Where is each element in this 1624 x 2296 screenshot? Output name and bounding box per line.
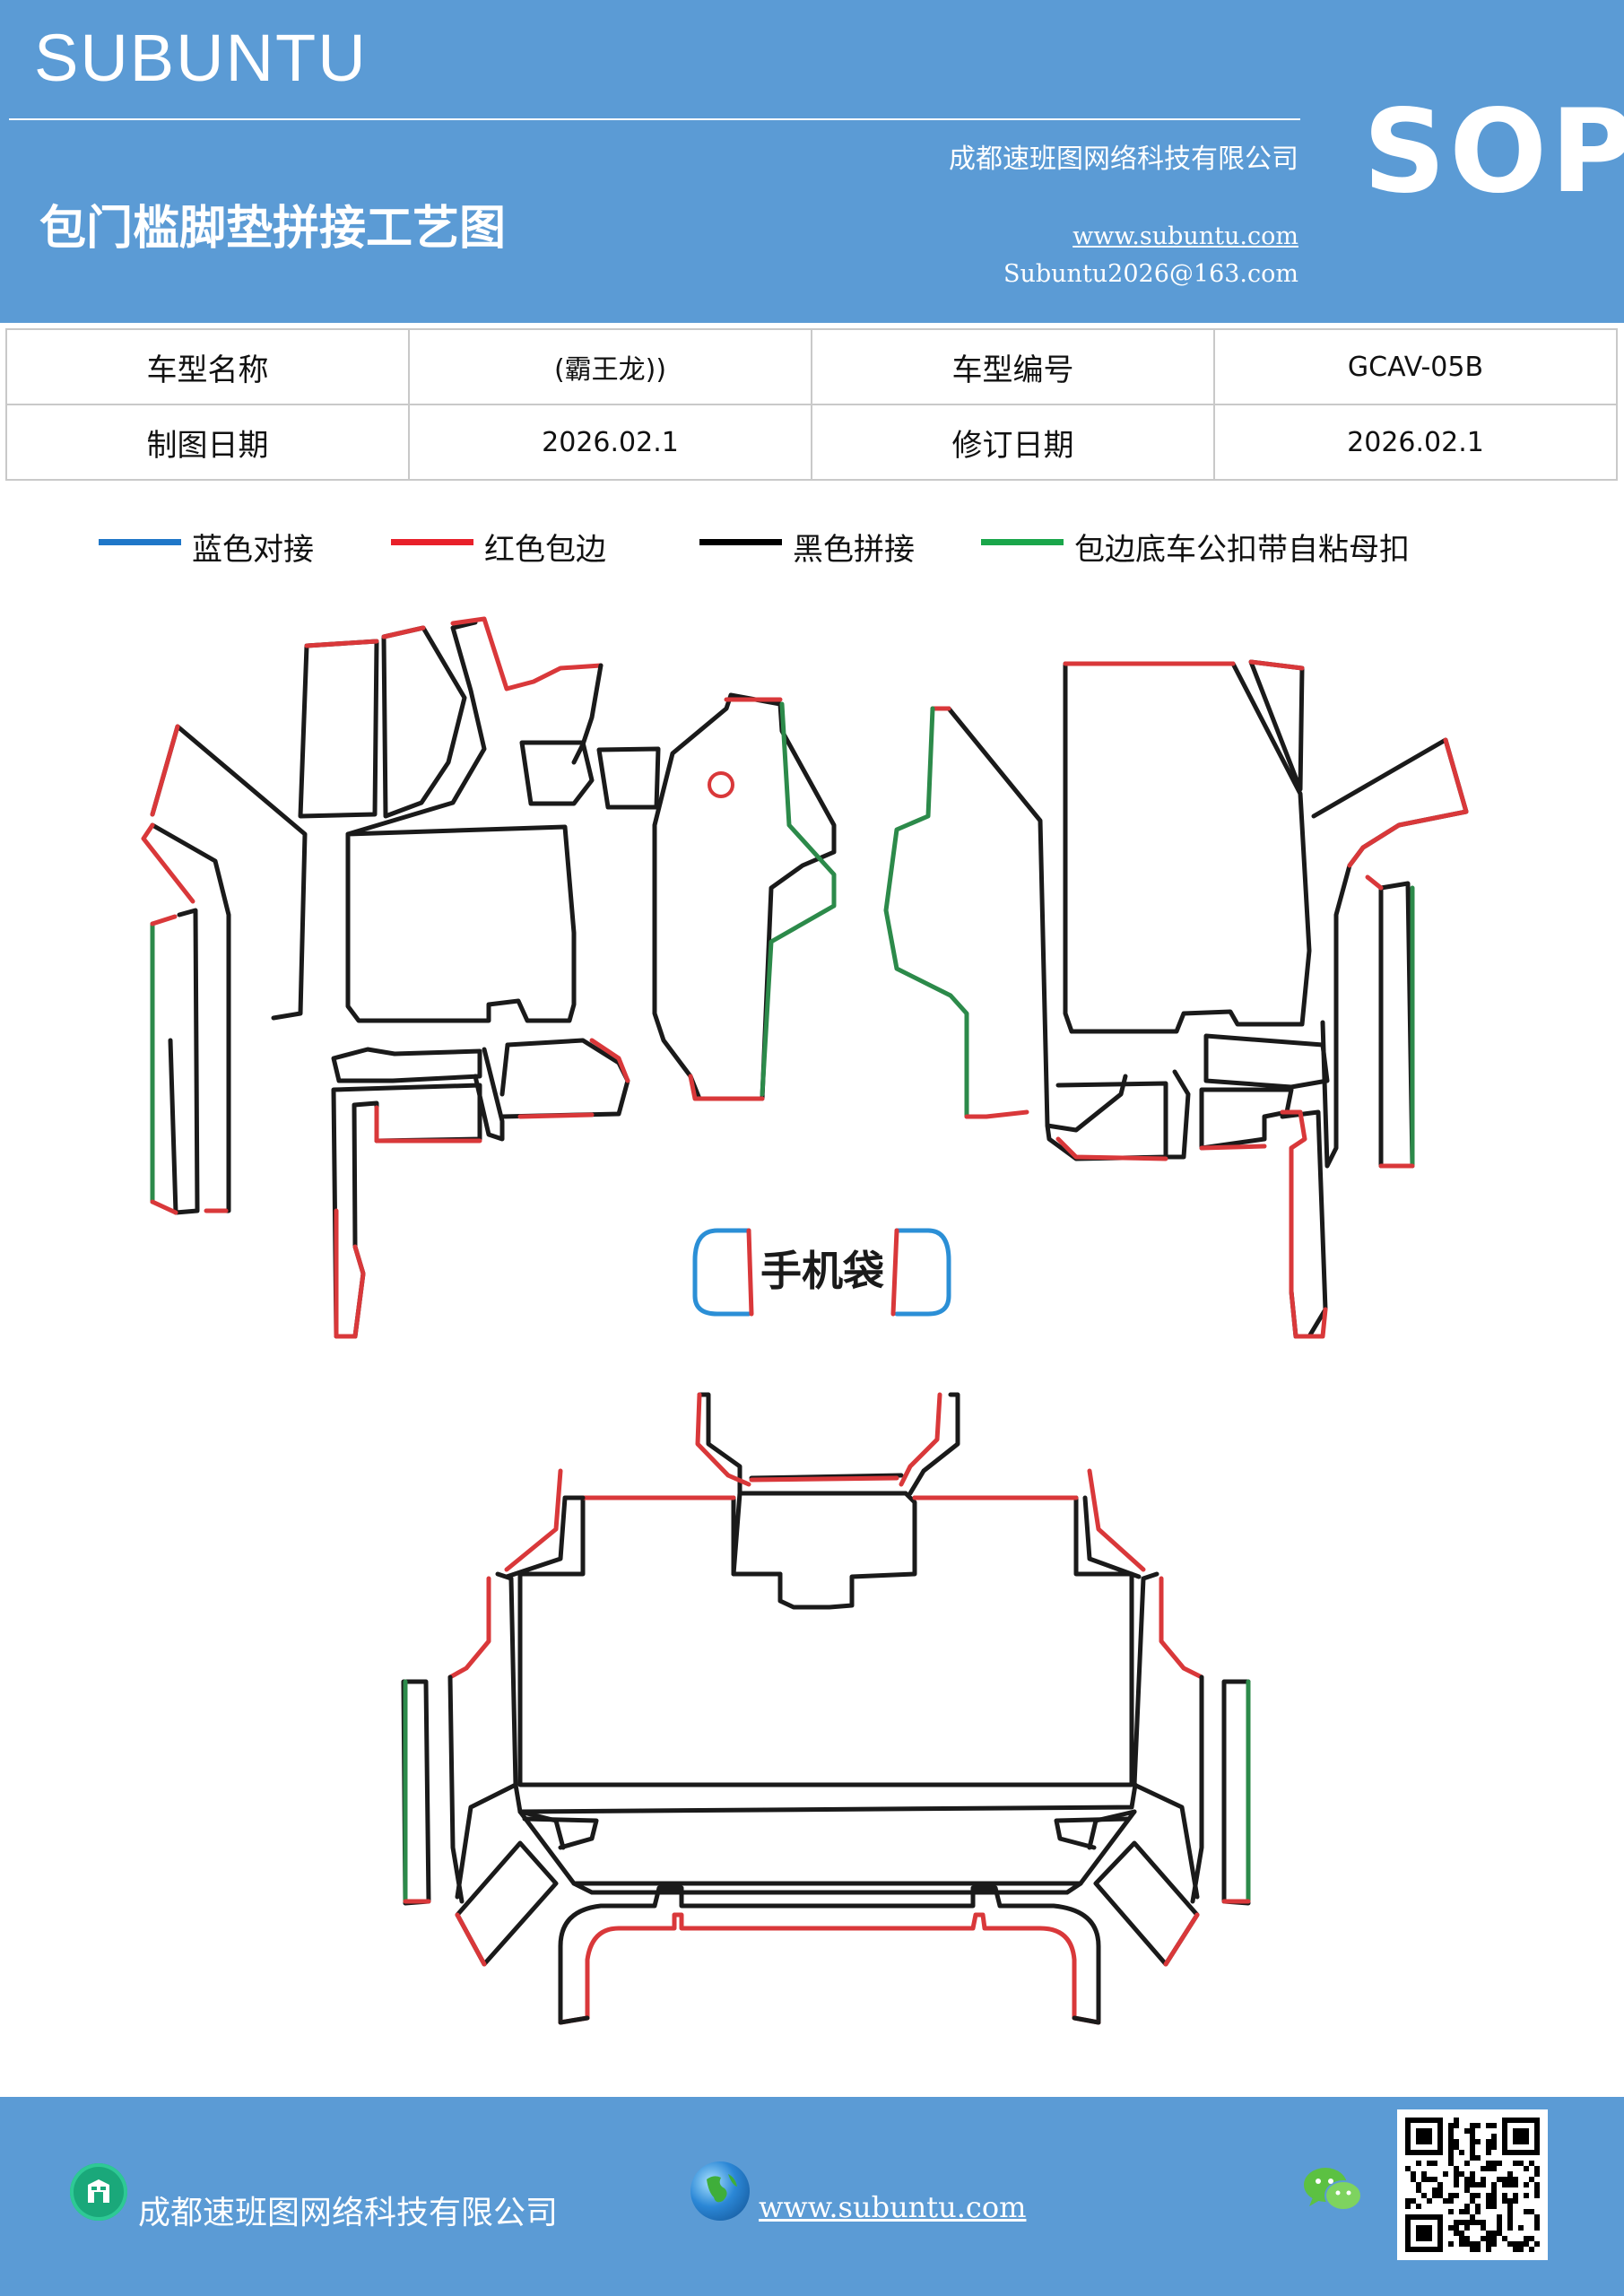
- header-divider: [9, 118, 1300, 120]
- building-icon: [70, 2163, 127, 2221]
- qr-code: [1397, 2109, 1548, 2260]
- header-email: Subuntu2026@163.com: [1003, 260, 1298, 288]
- wechat-icon[interactable]: [1300, 2163, 1365, 2217]
- brand-name: SUBUNTU: [34, 21, 368, 95]
- phone-pocket: [692, 1228, 951, 1317]
- model-name-label: 车型名称: [5, 328, 410, 405]
- revise-date-label: 修订日期: [811, 404, 1215, 481]
- globe-icon: [690, 2161, 750, 2221]
- legend-swatch: [981, 539, 1064, 545]
- document-title: 包门槛脚垫拼接工艺图: [39, 201, 507, 256]
- legend-swatch: [699, 539, 782, 545]
- table-row: 制图日期 2026.02.1 修订日期 2026.02.1: [5, 404, 1618, 481]
- footer: 成都速班图网络科技有限公司 www.subuntu.com: [0, 2097, 1624, 2296]
- model-name-value: (霸王龙)): [408, 328, 812, 405]
- header-company: 成都速班图网络科技有限公司: [949, 144, 1298, 175]
- legend-swatch: [391, 539, 473, 545]
- header-url-link[interactable]: www.subuntu.com: [1073, 222, 1298, 250]
- legend-label: 蓝色对接: [192, 532, 314, 568]
- legend-label: 红色包边: [484, 532, 606, 568]
- footer-company: 成都速班图网络科技有限公司: [138, 2195, 559, 2231]
- front-left-pieces: [141, 616, 661, 1339]
- front-right-pieces: [883, 659, 1469, 1339]
- draw-date-label: 制图日期: [5, 404, 410, 481]
- model-code-label: 车型编号: [811, 328, 1215, 405]
- info-table: 车型名称 (霸王龙)) 车型编号 GCAV-05B 制图日期 2026.02.1…: [5, 328, 1618, 481]
- legend: 蓝色对接 红色包边 黑色拼接 包边底车公扣带自粘母扣: [0, 525, 1624, 578]
- table-row: 车型名称 (霸王龙)) 车型编号 GCAV-05B: [5, 328, 1618, 405]
- floor-mat-diagram: 手机袋: [141, 616, 1469, 2025]
- center-tunnel-piece: [652, 692, 837, 1101]
- legend-label: 黑色拼接: [793, 532, 915, 568]
- legend-label: 包边底车公扣带自粘母扣: [1074, 532, 1410, 568]
- sop-badge: SOP: [1363, 85, 1624, 219]
- rear-pieces: [401, 1392, 1251, 2025]
- phone-pocket-label: 手机袋: [760, 1247, 884, 1295]
- model-code-value: GCAV-05B: [1213, 328, 1618, 405]
- draw-date-value: 2026.02.1: [408, 404, 812, 481]
- legend-swatch: [99, 539, 181, 545]
- header: SUBUNTU SOP 成都速班图网络科技有限公司 包门槛脚垫拼接工艺图 www…: [0, 0, 1624, 323]
- footer-url-link[interactable]: www.subuntu.com: [759, 2190, 1027, 2224]
- revise-date-value: 2026.02.1: [1213, 404, 1618, 481]
